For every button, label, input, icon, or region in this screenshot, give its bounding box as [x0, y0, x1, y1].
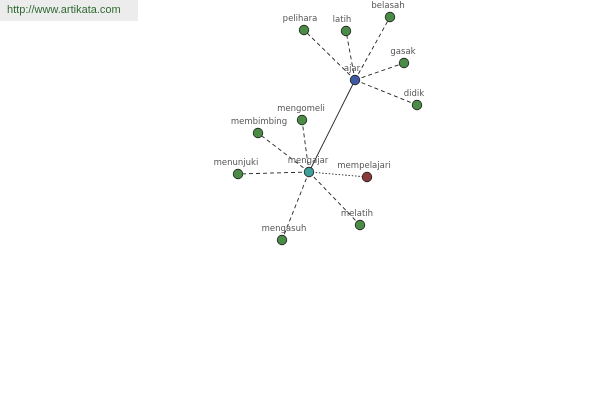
node-label-gasak[interactable]: gasak: [390, 47, 415, 57]
node-label-melatih[interactable]: melatih: [341, 209, 373, 219]
node-belasah[interactable]: [384, 11, 396, 23]
graph-edges: [237, 16, 418, 241]
node-ajar[interactable]: [349, 74, 361, 86]
edge-ajar-mengajar: [308, 79, 356, 173]
site-url-link[interactable]: http://www.artikata.com: [7, 4, 121, 16]
node-label-mengasuh[interactable]: mengasuh: [262, 224, 307, 234]
node-mempelajari[interactable]: [361, 171, 373, 183]
node-label-latih[interactable]: latih: [333, 15, 352, 25]
edge-mengajar-menunjuki: [237, 171, 310, 175]
edge-mengajar-melatih: [308, 171, 361, 226]
graph-nodes: [232, 11, 423, 246]
node-mengomeli[interactable]: [296, 114, 308, 126]
edge-ajar-latih: [345, 30, 356, 81]
edge-mengajar-mengasuh: [281, 171, 310, 241]
node-melatih[interactable]: [354, 219, 366, 231]
node-gasak[interactable]: [398, 57, 410, 69]
node-label-membimbing[interactable]: membimbing: [231, 117, 287, 127]
node-didik[interactable]: [411, 99, 423, 111]
node-label-belasah[interactable]: belasah: [371, 1, 404, 11]
edge-mengajar-mempelajari: [308, 171, 368, 178]
node-label-didik[interactable]: didik: [404, 89, 425, 99]
edge-ajar-belasah: [354, 16, 391, 81]
graph-labels: ajar mengajar pelihara latih belasah gasak did…: [214, 1, 425, 234]
edge-ajar-pelihara: [303, 29, 356, 81]
edge-ajar-gasak: [354, 62, 405, 81]
node-latih[interactable]: [340, 25, 352, 37]
edge-mengajar-membimbing: [257, 132, 310, 173]
node-label-mempelajari[interactable]: mempelajari: [337, 161, 390, 171]
node-pelihara[interactable]: [298, 24, 310, 36]
site-badge: http://www.artikata.com: [0, 0, 138, 21]
node-label-mengomeli[interactable]: mengomeli: [277, 104, 325, 114]
node-label-pelihara[interactable]: pelihara: [283, 14, 318, 24]
node-label-mengajar[interactable]: mengajar: [288, 156, 329, 166]
node-label-ajar[interactable]: ajar: [344, 64, 361, 74]
node-mengajar[interactable]: [303, 166, 315, 178]
edge-mengajar-mengomeli: [301, 119, 310, 173]
node-label-menunjuki[interactable]: menunjuki: [214, 158, 259, 168]
node-menunjuki[interactable]: [232, 168, 244, 180]
node-mengasuh[interactable]: [276, 234, 288, 246]
node-membimbing[interactable]: [252, 127, 264, 139]
